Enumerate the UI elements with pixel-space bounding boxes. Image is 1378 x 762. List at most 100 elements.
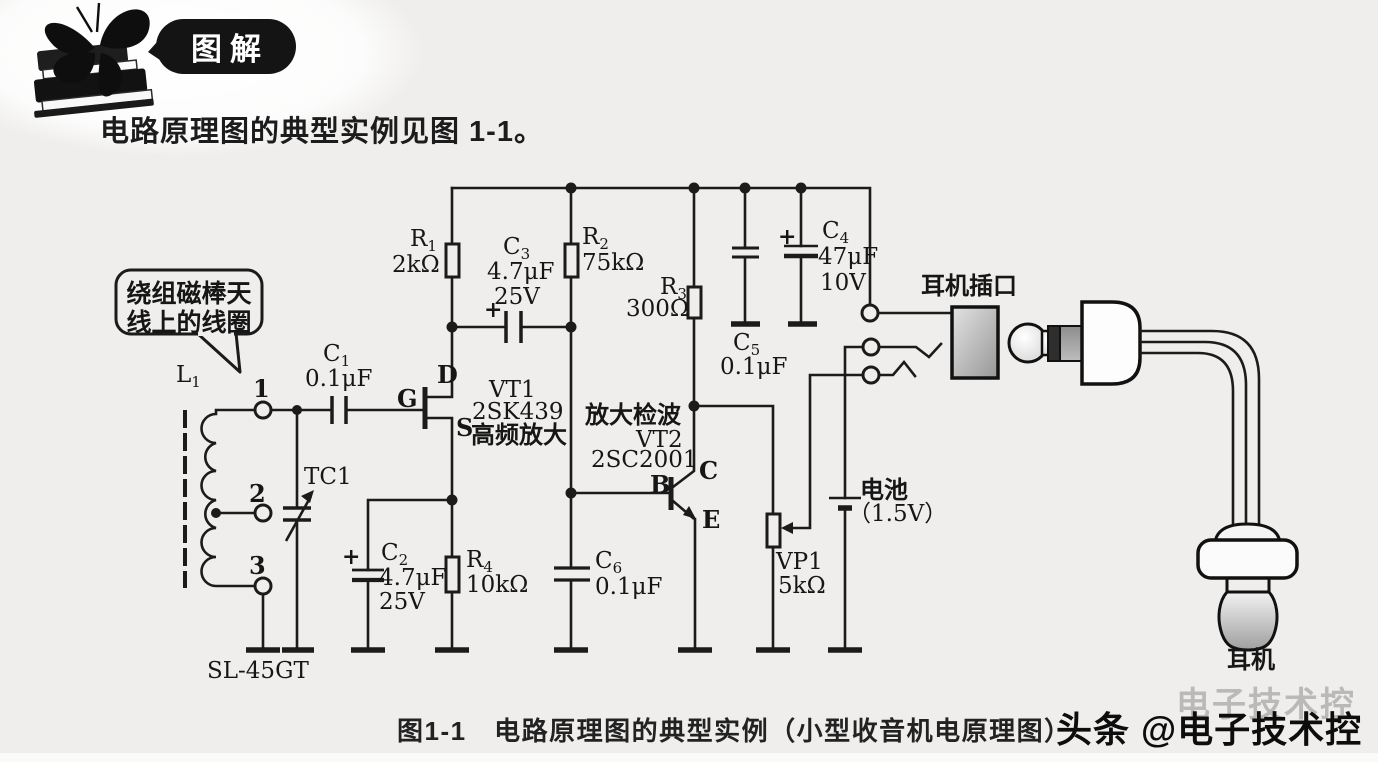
page-heading: 电路原理图的典型实例见图 1-1。 (100, 116, 544, 148)
resistor-r4 (444, 555, 461, 594)
label-c4-ref: C4 (822, 218, 850, 247)
label-r3-value: 300Ω (626, 296, 689, 322)
callout-bubble (114, 268, 264, 374)
logo-books-butterfly (33, 2, 166, 118)
jack-terminal-1 (860, 303, 880, 323)
figure-caption: 图1-1 电路原理图的典型实例（小型收音机电原理图） (397, 716, 1072, 746)
label-vt1-desc: 高频放大 (471, 420, 567, 449)
label-battery-value: （1.5V） (848, 501, 948, 527)
label-vt1-part: 2SK439 (472, 399, 564, 425)
c2-r4-branch (366, 498, 454, 650)
label-c6-value: 0.1μF (595, 574, 663, 600)
label-vt2-name: VT2 (636, 427, 683, 453)
capacitor-c3 (504, 311, 523, 343)
label-l1: L1 (176, 362, 201, 391)
earphone (1196, 522, 1299, 652)
label-vp1-name: VP1 (776, 549, 823, 575)
wiper-run (784, 373, 865, 530)
label-c4-plus: + (778, 224, 797, 250)
label-c2-ref: C2 (381, 540, 409, 569)
label-c3-ref: C3 (503, 234, 531, 263)
resistor-r2 (563, 242, 580, 279)
label-c1-ref: C1 (323, 341, 351, 370)
label-c3-voltage: 25V (494, 284, 540, 310)
label-vt2-collector: C (699, 456, 719, 485)
butterfly-icon (44, 2, 150, 97)
label-vt1-source: S (456, 413, 474, 442)
label-terminal-2: 2 (249, 479, 266, 508)
headphone-plug (1007, 300, 1142, 386)
label-vt2-part: 2SC2001 (591, 447, 698, 473)
label-r2-ref: R2 (582, 224, 609, 253)
components (211, 182, 881, 653)
label-c2-voltage: 25V (379, 589, 425, 615)
coil-terminal-3 (253, 576, 273, 596)
label-battery-name: 电池 (860, 475, 908, 504)
label-coil-model: SL-45GT (207, 658, 309, 684)
label-jack: 耳机插口 (921, 271, 1017, 300)
label-earphone: 耳机 (1227, 645, 1275, 674)
label-c3-value: 4.7μF (487, 259, 555, 285)
supply-rail (450, 186, 872, 307)
capacitor-c6 (554, 566, 590, 582)
terminals (253, 303, 881, 596)
jack-terminal-3 (861, 365, 881, 385)
vp1-wiper-arrow (781, 522, 793, 534)
resistor-r3 (686, 285, 703, 320)
coil-l1 (200, 408, 257, 588)
bottom-strip (0, 753, 1378, 762)
label-vp1-value: 5kΩ (778, 573, 826, 599)
label-vt1-gate: G (397, 384, 418, 413)
potentiometer-vp1 (765, 512, 782, 549)
coil-terminal-2 (253, 503, 273, 523)
vt1-leads (426, 325, 454, 502)
label-r4-value: 10kΩ (466, 572, 529, 598)
label-vt2-base: B (650, 470, 671, 499)
resistor-r1 (444, 242, 461, 279)
watermark-ghost: 电子技术控 (1176, 686, 1356, 724)
label-r1-value: 2kΩ (392, 252, 440, 278)
label-c3-plus: + (484, 297, 503, 323)
emitter-wire (671, 499, 697, 650)
transistor-vt2 (668, 477, 696, 519)
jack-switch-contact-2 (877, 359, 917, 378)
callout-line2: 线上的线圈 (126, 308, 252, 337)
label-c5-value: 0.1μF (720, 354, 788, 380)
capacitor-c1 (330, 396, 348, 424)
label-terminal-1: 1 (253, 374, 270, 403)
label-c1-value: 0.1μF (305, 366, 373, 392)
label-tc1: TC1 (304, 464, 352, 490)
label-vt2-desc: 放大检波 (585, 400, 681, 429)
capacitor-c4 (784, 244, 818, 259)
label-r3-ref: R3 (660, 274, 687, 303)
label-c2-plus: + (342, 544, 361, 570)
label-terminal-3: 3 (249, 551, 266, 580)
ground-bars (246, 321, 862, 653)
emitter-arrow (683, 506, 696, 519)
watermark-main: 头条 @电子技术控 (1056, 709, 1363, 750)
label-r1-ref: R1 (410, 226, 437, 255)
trimmer-tc1 (283, 490, 314, 542)
coil-terminal-1 (253, 400, 273, 420)
label-vt1-drain: D (437, 360, 458, 389)
earphone-cable (1140, 329, 1261, 525)
label-c5-ref: C5 (733, 330, 761, 359)
label-vt1-name: VT1 (489, 377, 536, 403)
label-vt2-emitter: E (702, 505, 721, 534)
battery-branch (843, 345, 865, 650)
base-and-c6 (569, 491, 671, 650)
r3-collector-vp1 (671, 186, 775, 650)
label-c4-voltage: 10V (820, 270, 866, 296)
label-c6-ref: C6 (595, 548, 623, 577)
battery-symbol (829, 496, 861, 511)
label-r2-value: 75kΩ (582, 250, 645, 276)
label-c4-value: 47μF (818, 244, 879, 270)
jack-switch-contact-1 (877, 342, 943, 359)
junction-dots (211, 182, 807, 518)
label-r4-ref: R4 (466, 547, 493, 576)
antenna-callout: 绕组磁棒天 线上的线圈 (118, 279, 260, 337)
label-c2-value: 4.7μF (379, 565, 447, 591)
series-badge: 图解 (156, 19, 296, 74)
